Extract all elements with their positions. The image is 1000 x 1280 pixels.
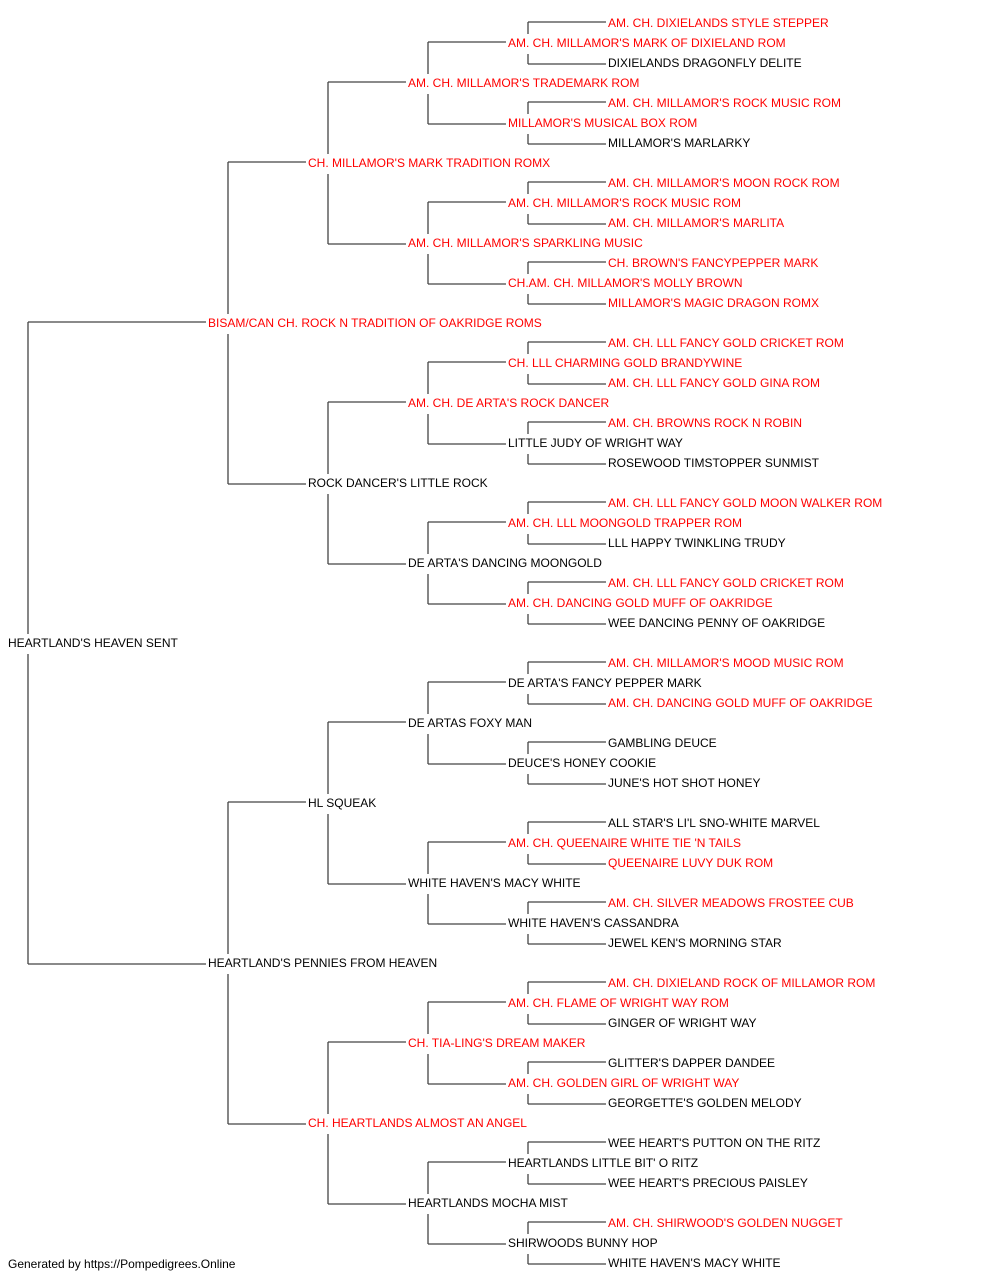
gg-grandparent-name: CH.AM. CH. MILLAMOR'S MOLLY BROWN [508,276,743,290]
great-grandparent-name: HEARTLANDS MOCHA MIST [408,1196,568,1210]
great-grandparent-name: AM. CH. MILLAMOR'S TRADEMARK ROM [408,76,639,90]
ggg-grandparent-name: GINGER OF WRIGHT WAY [608,1016,756,1030]
ggg-grandparent-name: GEORGETTE'S GOLDEN MELODY [608,1096,802,1110]
gg-grandparent-name: CH. LLL CHARMING GOLD BRANDYWINE [508,356,742,370]
gg-grandparent-name: DEUCE'S HONEY COOKIE [508,756,656,770]
great-grandparent-name: DE ARTAS FOXY MAN [408,716,532,730]
ggg-grandparent-name: AM. CH. LLL FANCY GOLD GINA ROM [608,376,820,390]
ggg-grandparent-name: AM. CH. LLL FANCY GOLD CRICKET ROM [608,336,844,350]
ggg-grandparent-name: WEE HEART'S PUTTON ON THE RITZ [608,1136,820,1150]
grandparent-name: HL SQUEAK [308,796,376,810]
subject-name: HEARTLAND'S HEAVEN SENT [8,636,179,650]
gg-grandparent-name: WHITE HAVEN'S CASSANDRA [508,916,679,930]
gg-grandparent-name: AM. CH. FLAME OF WRIGHT WAY ROM [508,996,729,1010]
ggg-grandparent-name: ROSEWOOD TIMSTOPPER SUNMIST [608,456,820,470]
gg-grandparent-name: LITTLE JUDY OF WRIGHT WAY [508,436,683,450]
great-grandparent-name: AM. CH. DE ARTA'S ROCK DANCER [408,396,610,410]
gg-grandparent-name: HEARTLANDS LITTLE BIT' O RITZ [508,1156,698,1170]
ggg-grandparent-name: MILLAMOR'S MAGIC DRAGON ROMX [608,296,819,310]
gg-grandparent-name: AM. CH. MILLAMOR'S ROCK MUSIC ROM [508,196,741,210]
ggg-grandparent-name: DIXIELANDS DRAGONFLY DELITE [608,56,802,70]
gg-grandparent-name: AM. CH. DANCING GOLD MUFF OF OAKRIDGE [508,596,773,610]
ggg-grandparent-name: AM. CH. DIXIELAND ROCK OF MILLAMOR ROM [608,976,875,990]
ggg-grandparent-name: LLL HAPPY TWINKLING TRUDY [608,536,786,550]
ggg-grandparent-name: AM. CH. MILLAMOR'S MARLITA [608,216,784,230]
parent-name: HEARTLAND'S PENNIES FROM HEAVEN [208,956,437,970]
grandparent-name: ROCK DANCER'S LITTLE ROCK [308,476,488,490]
gg-grandparent-name: SHIRWOODS BUNNY HOP [508,1236,658,1250]
ggg-grandparent-name: ALL STAR'S LI'L SNO-WHITE MARVEL [608,816,820,830]
ggg-grandparent-name: CH. BROWN'S FANCYPEPPER MARK [608,256,818,270]
ggg-grandparent-name: GLITTER'S DAPPER DANDEE [608,1056,775,1070]
ggg-grandparent-name: AM. CH. DANCING GOLD MUFF OF OAKRIDGE [608,696,873,710]
ggg-grandparent-name: GAMBLING DEUCE [608,736,717,750]
ggg-grandparent-name: AM. CH. LLL FANCY GOLD MOON WALKER ROM [608,496,882,510]
gg-grandparent-name: AM. CH. GOLDEN GIRL OF WRIGHT WAY [508,1076,739,1090]
great-grandparent-name: CH. TIA-LING'S DREAM MAKER [408,1036,586,1050]
ggg-grandparent-name: AM. CH. LLL FANCY GOLD CRICKET ROM [608,576,844,590]
ggg-grandparent-name: AM. CH. SHIRWOOD'S GOLDEN NUGGET [608,1216,843,1230]
ggg-grandparent-name: AM. CH. DIXIELANDS STYLE STEPPER [608,16,829,30]
great-grandparent-name: WHITE HAVEN'S MACY WHITE [408,876,581,890]
grandparent-name: CH. HEARTLANDS ALMOST AN ANGEL [308,1116,527,1130]
gg-grandparent-name: AM. CH. MILLAMOR'S MARK OF DIXIELAND ROM [508,36,786,50]
ggg-grandparent-name: AM. CH. MILLAMOR'S MOON ROCK ROM [608,176,840,190]
ggg-grandparent-name: JEWEL KEN'S MORNING STAR [608,936,782,950]
footer-credit: Generated by https://Pompedigrees.Online [8,1257,236,1271]
ggg-grandparent-name: AM. CH. SILVER MEADOWS FROSTEE CUB [608,896,854,910]
ggg-grandparent-name: AM. CH. MILLAMOR'S ROCK MUSIC ROM [608,96,841,110]
gg-grandparent-name: MILLAMOR'S MUSICAL BOX ROM [508,116,697,130]
ggg-grandparent-name: AM. CH. BROWNS ROCK N ROBIN [608,416,802,430]
grandparent-name: CH. MILLAMOR'S MARK TRADITION ROMX [308,156,550,170]
parent-name: BISAM/CAN CH. ROCK N TRADITION OF OAKRID… [208,316,542,330]
ggg-grandparent-name: WEE DANCING PENNY OF OAKRIDGE [608,616,825,630]
ggg-grandparent-name: WHITE HAVEN'S MACY WHITE [608,1256,781,1270]
great-grandparent-name: DE ARTA'S DANCING MOONGOLD [408,556,602,570]
gg-grandparent-name: DE ARTA'S FANCY PEPPER MARK [508,676,702,690]
ggg-grandparent-name: JUNE'S HOT SHOT HONEY [608,776,761,790]
gg-grandparent-name: AM. CH. LLL MOONGOLD TRAPPER ROM [508,516,742,530]
gg-grandparent-name: AM. CH. QUEENAIRE WHITE TIE 'N TAILS [508,836,741,850]
ggg-grandparent-name: QUEENAIRE LUVY DUK ROM [608,856,773,870]
ggg-grandparent-name: MILLAMOR'S MARLARKY [608,136,750,150]
ggg-grandparent-name: AM. CH. MILLAMOR'S MOOD MUSIC ROM [608,656,844,670]
great-grandparent-name: AM. CH. MILLAMOR'S SPARKLING MUSIC [408,236,643,250]
ggg-grandparent-name: WEE HEART'S PRECIOUS PAISLEY [608,1176,808,1190]
